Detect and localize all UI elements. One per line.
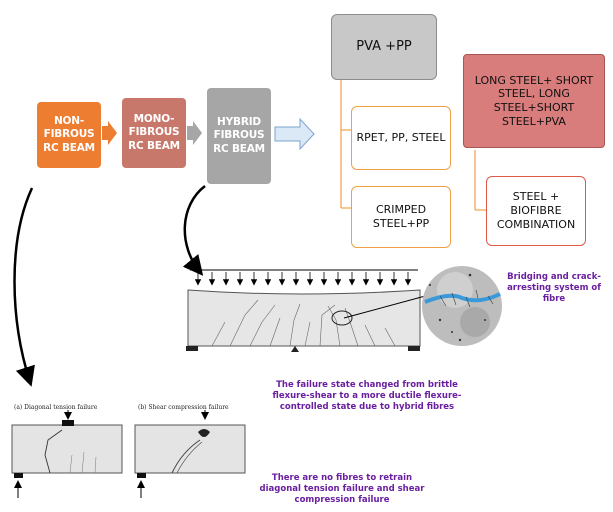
diagonal-tension-beam-figure — [11, 410, 123, 498]
mono-fibrous-rc-beam-box: MONO-FIBROUS RC BEAM — [122, 98, 186, 168]
rpet-pp-steel-box: RPET, PP, STEEL — [351, 106, 451, 170]
steel-biofibre-label: STEEL + BIOFIBRE COMBINATION — [496, 190, 576, 231]
hybrid-fibrous-label: HYBRID FIBROUS RC BEAM — [213, 116, 265, 155]
crimped-steel-pp-box: CRIMPED STEEL+PP — [351, 186, 451, 248]
non-fibrous-rc-beam-box: NON-FIBROUS RC BEAM — [37, 102, 101, 168]
steel-biofibre-box: STEEL + BIOFIBRE COMBINATION — [486, 176, 586, 246]
crimped-steel-pp-label: CRIMPED STEEL+PP — [372, 203, 430, 230]
hybrid-beam-figure — [186, 269, 421, 352]
shear-compression-beam-figure — [134, 410, 246, 498]
arrow-to-combinations — [274, 117, 315, 151]
long-short-steel-label: LONG STEEL+ SHORT STEEL, LONG STEEL+SHOR… — [474, 73, 594, 128]
arrow-non-to-mono — [102, 121, 117, 145]
mono-fibrous-label: MONO-FIBROUS RC BEAM — [128, 113, 180, 152]
arrow-mono-to-hybrid — [187, 121, 202, 145]
rpet-pp-steel-label: RPET, PP, STEEL — [356, 131, 446, 145]
pva-pp-label: PVA +PP — [356, 38, 412, 54]
pva-pp-box: PVA +PP — [331, 14, 437, 80]
diagonal-tension-caption: (a) Diagonal tension failure — [14, 404, 98, 411]
fibre-bridging-photo — [422, 266, 502, 346]
hybrid-fibrous-rc-beam-box: HYBRID FIBROUS RC BEAM — [207, 88, 271, 184]
curve-arrow-hybrid — [182, 185, 206, 276]
shear-compression-caption: (b) Shear compression failure — [138, 404, 229, 411]
failure-state-note: The failure state changed from brittle f… — [272, 380, 462, 413]
long-short-steel-box: LONG STEEL+ SHORT STEEL, LONG STEEL+SHOR… — [463, 54, 605, 148]
bridging-note: Bridging and crack-arresting system of f… — [507, 272, 601, 305]
non-fibrous-label: NON-FIBROUS RC BEAM — [43, 115, 95, 154]
no-fibres-note: There are no fibres to retrain diagonal … — [259, 473, 425, 506]
curve-arrow-non-fibrous — [13, 187, 35, 387]
